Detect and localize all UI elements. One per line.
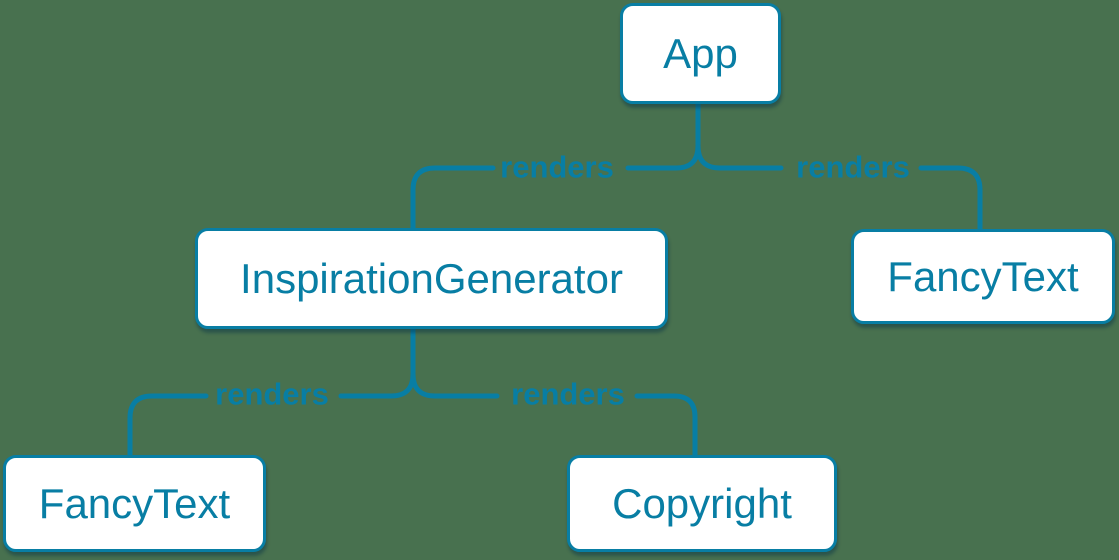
node-app: App (620, 3, 781, 104)
edge-label-app-renders-fancytext: renders (796, 149, 910, 185)
edge-label-inspiration-renders-fancytext: renders (215, 376, 329, 412)
edge-inspiration-right-fork (410, 371, 500, 399)
node-fancy-text-top: FancyText (851, 229, 1115, 324)
edge-into-inspiration-generator (410, 165, 496, 232)
edge-app-left-fork (625, 143, 701, 171)
edge-into-fancytext-bottom (127, 393, 209, 460)
edge-into-fancytext-top (918, 165, 983, 234)
edge-label-inspiration-renders-copyright: renders (511, 376, 625, 412)
node-inspiration-generator: InspirationGenerator (195, 228, 668, 329)
edge-label-app-renders-inspiration-generator: renders (500, 149, 614, 185)
edge-app-right-fork (695, 143, 784, 171)
node-copyright: Copyright (567, 455, 837, 552)
node-fancy-text-bottom: FancyText (3, 455, 266, 552)
edge-inspiration-left-fork (338, 371, 416, 399)
edge-into-copyright (634, 393, 698, 460)
